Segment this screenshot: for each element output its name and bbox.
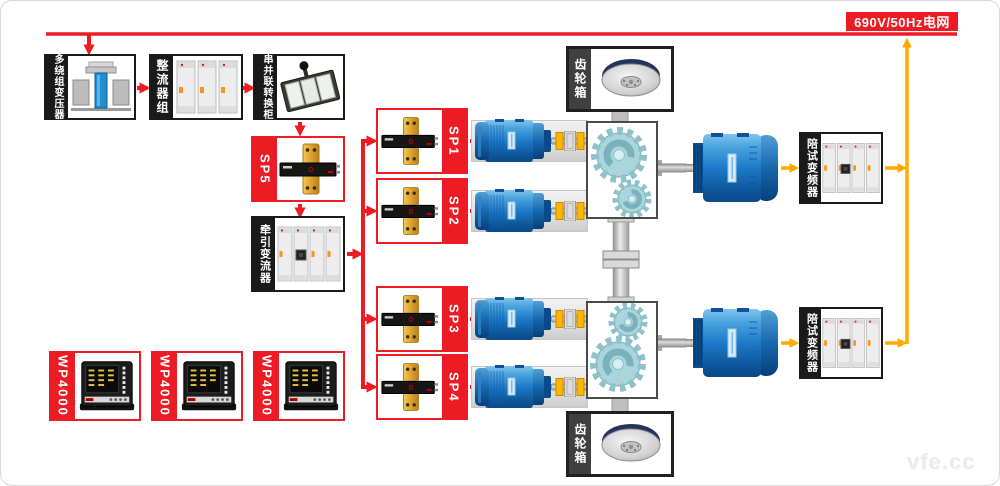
sp2-label-strip: SP2 xyxy=(442,180,466,242)
sp4-label-strip: SP4 xyxy=(442,356,466,418)
analyzer-1-block: WP4000 xyxy=(49,351,141,421)
analyzer-3-label-strip: WP4000 xyxy=(255,353,279,419)
transformer-block: 多绕组变压器 xyxy=(44,54,136,120)
inverter-top-image xyxy=(821,134,881,202)
traction-converter-image xyxy=(275,218,343,290)
grid-voltage-banner: 690V/50Hz电网 xyxy=(846,12,958,31)
coupling-1-icon xyxy=(552,131,588,151)
test-motor-4-icon xyxy=(475,365,555,409)
gear-pair-bottom-icon xyxy=(588,303,656,397)
sp4-block: SP4 xyxy=(376,354,468,420)
inverter-top-label-strip: 陪试变频器 xyxy=(801,134,821,202)
load-motor-top-icon xyxy=(685,133,779,203)
coupling-3-icon xyxy=(552,309,588,329)
inverter-bottom-label-strip: 陪试变频器 xyxy=(801,309,821,377)
load-motor-bottom-icon xyxy=(685,308,779,378)
test-motor-1-icon xyxy=(475,119,555,163)
gear-pair-top-icon xyxy=(588,123,656,217)
traction-converter-cabinets-icon xyxy=(277,226,341,282)
rectifier-image xyxy=(173,56,241,118)
sp4-label: SP4 xyxy=(446,371,462,403)
sp2-image xyxy=(378,180,442,242)
sp1-transducer-icon xyxy=(381,117,439,165)
switch-cabinet-label-strip: 串并联转换柜 xyxy=(255,54,277,120)
analyzer-1-icon xyxy=(79,361,135,411)
sp2-block: SP2 xyxy=(376,178,468,244)
sp1-block: SP1 xyxy=(376,108,468,174)
analyzer-2-image xyxy=(177,353,241,419)
rectifier-label: 整流器组 xyxy=(155,59,169,115)
grid-voltage-label: 690V/50Hz电网 xyxy=(854,15,950,30)
rectifier-cabinets-icon xyxy=(176,60,238,114)
gear-unit-top xyxy=(586,121,658,219)
switch-cabinet-block: 串并联转换柜 xyxy=(253,54,345,120)
sp5-image xyxy=(277,138,343,200)
transformer-label: 多绕组变压器 xyxy=(52,54,63,120)
gearbox-top-label: 齿轮箱 xyxy=(573,58,587,100)
traction-converter-label: 牵引变流器 xyxy=(258,224,271,284)
sp3-image xyxy=(378,288,442,350)
sp5-label: SP5 xyxy=(257,153,273,185)
switch-cabinet-icon xyxy=(280,61,341,113)
coupling-2-icon xyxy=(552,201,588,221)
inverter-top-cabinets-icon xyxy=(822,142,880,194)
inverter-top-label: 陪试变频器 xyxy=(805,138,818,198)
gearbox-disc-bottom-icon xyxy=(601,423,661,462)
inverter-bottom-block: 陪试变频器 xyxy=(799,307,883,379)
sp3-label: SP3 xyxy=(446,303,462,335)
inverter-bottom-image xyxy=(821,309,881,377)
sp5-block: SP5 xyxy=(251,136,345,202)
sp4-transducer-icon xyxy=(381,363,439,411)
analyzer-2-label-strip: WP4000 xyxy=(153,353,177,419)
coupling-4-icon xyxy=(552,377,588,397)
sp2-label: SP2 xyxy=(446,195,462,227)
switch-cabinet-image xyxy=(277,56,343,118)
sp2-transducer-icon xyxy=(381,187,439,235)
sp5-label-strip: SP5 xyxy=(253,138,277,200)
sp3-block: SP3 xyxy=(376,286,468,352)
analyzer-3-block: WP4000 xyxy=(253,351,345,421)
sp3-transducer-icon xyxy=(381,295,439,343)
analyzer-3-image xyxy=(279,353,343,419)
sp4-image xyxy=(378,356,442,418)
test-motor-3-icon xyxy=(475,297,555,341)
analyzer-2-icon xyxy=(181,361,237,411)
watermark: vfe.cc xyxy=(907,449,976,474)
gearbox-top-image xyxy=(591,49,671,109)
sp1-label-strip: SP1 xyxy=(442,110,466,172)
analyzer-1-label-strip: WP4000 xyxy=(51,353,75,419)
sp3-label-strip: SP3 xyxy=(442,288,466,350)
traction-converter-block: 牵引变流器 xyxy=(251,216,345,292)
gearbox-top-block: 齿轮箱 xyxy=(566,46,674,112)
test-motor-2-icon xyxy=(475,189,555,233)
analyzer-2-block: WP4000 xyxy=(151,351,243,421)
transformer-icon xyxy=(71,61,131,111)
gearbox-disc-top-icon xyxy=(601,58,661,97)
analyzer-3-icon xyxy=(283,361,339,411)
analyzer-2-label: WP4000 xyxy=(157,355,173,417)
analyzer-1-image xyxy=(75,353,139,419)
transformer-image xyxy=(68,56,134,118)
rectifier-block: 整流器组 xyxy=(149,54,243,120)
gearbox-bottom-block: 齿轮箱 xyxy=(566,411,674,477)
analyzer-1-label: WP4000 xyxy=(55,355,71,417)
sp1-image xyxy=(378,110,442,172)
gearbox-bottom-image xyxy=(591,414,671,474)
gearbox-bottom-label-strip: 齿轮箱 xyxy=(569,414,591,474)
sp1-label: SP1 xyxy=(446,125,462,157)
inverter-top-block: 陪试变频器 xyxy=(799,132,883,204)
transformer-label-strip: 多绕组变压器 xyxy=(46,54,68,120)
rectifier-label-strip: 整流器组 xyxy=(151,56,173,118)
switch-cabinet-label: 串并联转换柜 xyxy=(261,54,272,120)
inverter-bottom-label: 陪试变频器 xyxy=(805,313,818,373)
traction-converter-label-strip: 牵引变流器 xyxy=(253,218,275,290)
gearbox-top-label-strip: 齿轮箱 xyxy=(569,49,591,109)
inverter-bottom-cabinets-icon xyxy=(822,318,880,369)
sp5-transducer-icon xyxy=(279,143,340,195)
gear-unit-bottom xyxy=(586,301,658,399)
gearbox-bottom-label: 齿轮箱 xyxy=(573,423,587,465)
analyzer-3-label: WP4000 xyxy=(259,355,275,417)
